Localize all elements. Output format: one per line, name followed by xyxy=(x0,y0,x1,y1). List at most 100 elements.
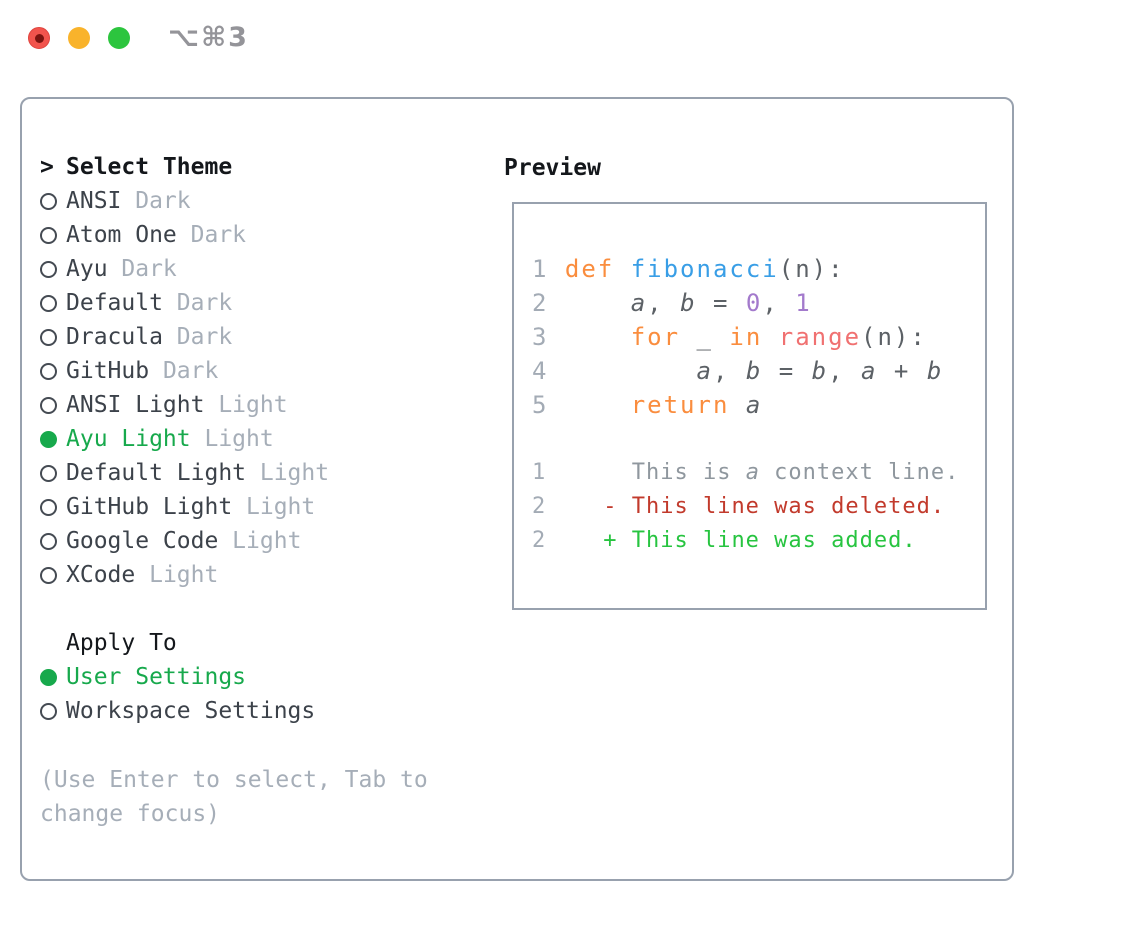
code-token-added: + This line was added. xyxy=(603,528,917,553)
code-token-var: a xyxy=(696,357,713,385)
option-label: Google Code xyxy=(66,528,219,554)
code-token-plain xyxy=(565,323,631,351)
option-variant: Dark xyxy=(162,324,233,350)
option-variant: Light xyxy=(232,494,316,520)
option-label: Atom One xyxy=(66,222,177,248)
code-token-var: b xyxy=(680,289,697,317)
theme-option-default[interactable]: Default Dark xyxy=(40,286,232,320)
option-label: GitHub xyxy=(66,358,150,384)
theme-option-ansi[interactable]: ANSI Dark xyxy=(40,184,191,218)
code-token-plain: = xyxy=(696,289,746,317)
theme-option-github-light[interactable]: GitHub Light Light xyxy=(40,490,315,524)
radio-circle-icon xyxy=(40,226,57,244)
minimize-button[interactable] xyxy=(68,27,90,49)
code-token-var: b xyxy=(745,357,763,385)
traffic-lights xyxy=(28,27,130,49)
radio-circle-icon xyxy=(40,702,57,720)
option-variant: Dark xyxy=(107,256,177,282)
code-token-context-var: a xyxy=(745,460,760,485)
theme-option-ansi-light[interactable]: ANSI Light Light xyxy=(40,388,288,422)
theme-option-dracula[interactable]: Dracula Dark xyxy=(40,320,232,354)
code-token-lnum: 2 xyxy=(532,528,547,553)
option-variant: Light xyxy=(218,528,302,554)
close-dot-icon xyxy=(34,33,44,43)
code-token-plain: , xyxy=(762,289,796,317)
preview-code-line: 2 a, b = 0, 1 xyxy=(532,286,943,320)
code-token-var: b xyxy=(926,357,944,385)
theme-option-google-code[interactable]: Google Code Light xyxy=(40,524,301,558)
option-label: Workspace Settings xyxy=(66,698,316,724)
option-label: User Settings xyxy=(66,664,247,690)
code-token-plain xyxy=(762,323,778,351)
theme-option-ayu[interactable]: Ayu Dark xyxy=(40,252,177,286)
radio-gutter xyxy=(40,192,66,210)
theme-list-header: > Select Theme xyxy=(40,150,232,184)
code-token-lnum: 1 xyxy=(532,460,547,485)
code-token-plain: (n): xyxy=(861,323,927,351)
radio-gutter xyxy=(40,396,66,414)
radio-gutter xyxy=(40,260,66,278)
option-label: ANSI Light xyxy=(66,392,205,418)
code-token-lnum: 2 xyxy=(532,494,547,519)
radio-circle-icon xyxy=(40,566,57,584)
theme-option-ayu-light[interactable]: Ayu Light Light xyxy=(40,422,274,456)
code-token-var: a xyxy=(861,357,878,385)
window-titlebar: ⌥⌘3 xyxy=(0,0,1140,76)
code-token-plain: , xyxy=(712,357,746,385)
option-variant: Light xyxy=(204,392,288,418)
radio-circle-icon xyxy=(40,396,57,414)
option-variant: Dark xyxy=(121,188,191,214)
code-token-deleted: - This line was deleted. xyxy=(603,494,946,519)
theme-list-title: Select Theme xyxy=(66,154,233,180)
radio-gutter xyxy=(40,668,66,686)
apply-option-user-settings[interactable]: User Settings xyxy=(40,660,246,694)
code-token-function: fibonacci xyxy=(630,255,779,283)
code-token-lnum: 3 xyxy=(532,323,565,351)
theme-option-default-light[interactable]: Default Light Light xyxy=(40,456,329,490)
code-token-plain xyxy=(565,391,631,419)
radio-gutter xyxy=(40,294,66,312)
radio-circle-icon xyxy=(40,192,57,210)
code-token-plain: = xyxy=(762,357,812,385)
keyboard-hint: (Use Enter to select, Tab to change focu… xyxy=(40,767,428,827)
preview-diff-line: 2 + This line was added. xyxy=(532,524,959,558)
theme-option-xcode[interactable]: XCode Light xyxy=(40,558,218,592)
option-label: XCode xyxy=(66,562,136,588)
theme-option-github[interactable]: GitHub Dark xyxy=(40,354,218,388)
option-label: ANSI xyxy=(66,188,122,214)
preview-code-line: 3 for _ in range(n): xyxy=(532,320,943,354)
code-token-var: b xyxy=(811,357,829,385)
code-token-keyword: in xyxy=(729,323,763,351)
code-token-lnum: 2 xyxy=(532,289,565,317)
radio-circle-icon xyxy=(40,532,57,550)
theme-option-atom-one[interactable]: Atom One Dark xyxy=(40,218,246,252)
code-token-plain: _ xyxy=(680,323,730,351)
code-token-number: 0 xyxy=(745,289,763,317)
code-token-keyword: for xyxy=(630,323,681,351)
option-label: Ayu xyxy=(66,256,108,282)
radio-circle-icon xyxy=(40,260,57,278)
code-token-plain xyxy=(565,357,697,385)
code-token-plain: , xyxy=(828,357,862,385)
preview-code-line: 5 return a xyxy=(532,388,943,422)
radio-circle-icon xyxy=(40,328,57,346)
zoom-button[interactable] xyxy=(108,27,130,49)
code-token-plain: , xyxy=(647,289,681,317)
code-token-number: 1 xyxy=(795,289,812,317)
radio-gutter xyxy=(40,226,66,244)
radio-circle-icon xyxy=(40,294,57,312)
option-variant: Dark xyxy=(149,358,219,384)
code-token-var: a xyxy=(745,391,763,419)
close-button[interactable] xyxy=(28,27,50,49)
code-token-lnum: 5 xyxy=(532,391,565,419)
preview-code-line: 1 def fibonacci(n): xyxy=(532,252,943,286)
option-variant: Light xyxy=(135,562,219,588)
apply-option-workspace-settings[interactable]: Workspace Settings xyxy=(40,694,315,728)
code-token-keyword: def xyxy=(564,255,631,283)
option-variant: Light xyxy=(246,460,330,486)
radio-circle-icon xyxy=(40,668,57,686)
code-token-plain xyxy=(565,289,631,317)
option-label: Default Light xyxy=(66,460,247,486)
code-token-keyword: return xyxy=(630,391,730,419)
